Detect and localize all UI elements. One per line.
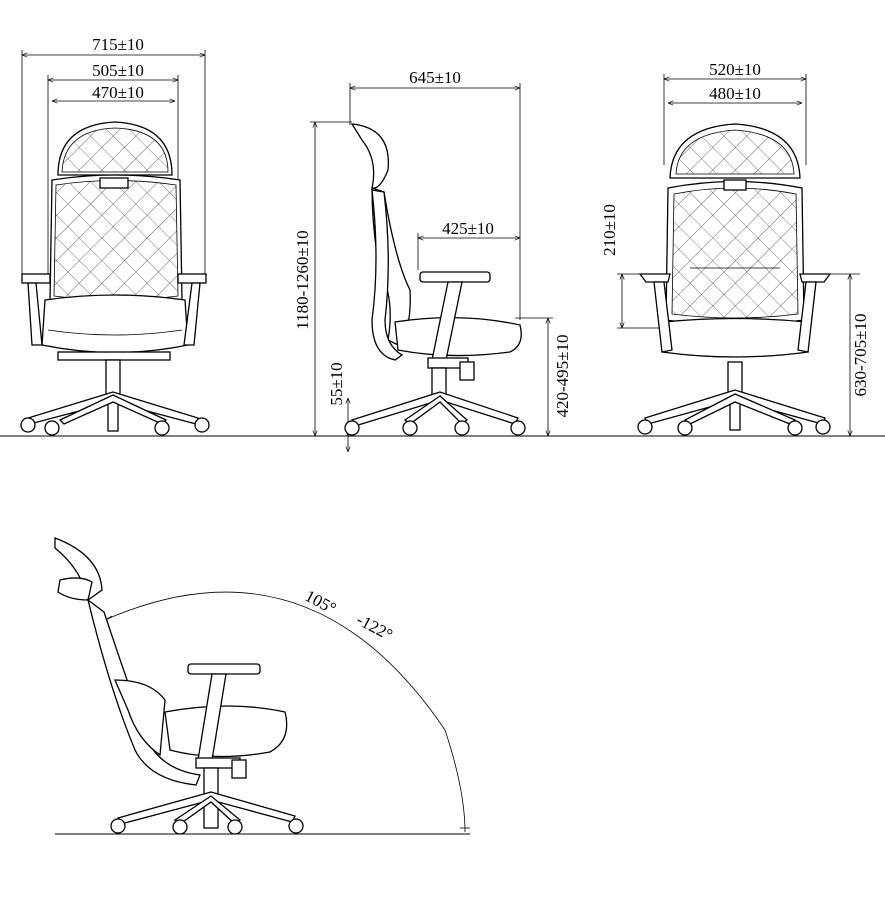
dim-overall-width-label: 715±10: [92, 35, 144, 54]
dim-back-inner-width-label: 480±10: [709, 84, 761, 103]
dim-depth-label: 645±10: [409, 68, 461, 87]
dim-total-height-label: 1180-1260±10: [293, 230, 312, 329]
dim-seat-depth-label: 425±10: [442, 219, 494, 238]
dim-seat-height-label: 420-495±10: [553, 335, 572, 418]
recline-angle-min-label: 105°: [302, 586, 339, 618]
rear-view: 520±10 480±10 210±10 630-705±10: [600, 60, 870, 436]
dim-armrest-height-label: 630-705±10: [851, 314, 870, 397]
dim-back-outer-width-label: 520±10: [709, 60, 761, 79]
dim-armrest-adjust-label: 210±10: [600, 204, 619, 256]
dim-back-width-label: 470±10: [92, 83, 144, 102]
side-view: 645±10 425±10 1180-1260±10 55±10 420-495…: [293, 68, 572, 452]
dim-caster-height-label: 55±10: [327, 362, 346, 405]
dim-inner-width-label: 505±10: [92, 61, 144, 80]
front-view: 715±10 505±10 470±10: [20, 35, 210, 436]
recline-view: 105° -122°: [54, 537, 470, 835]
recline-angle-max-label: -122°: [353, 610, 395, 645]
